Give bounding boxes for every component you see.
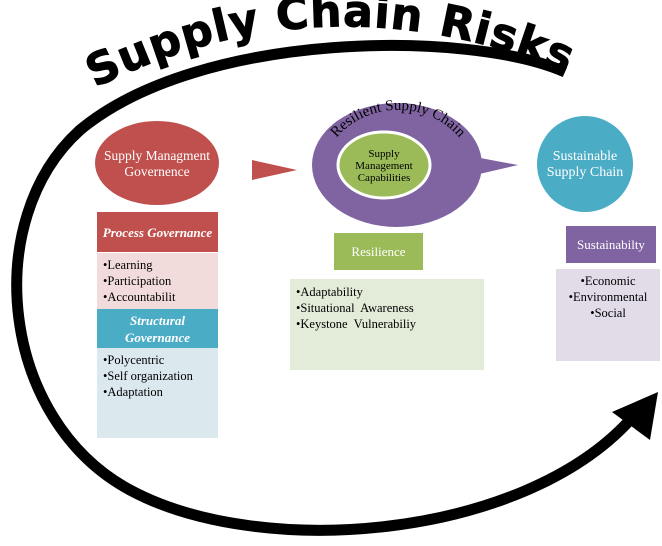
list-item: •Keystone Vulnerabiliy <box>296 317 417 331</box>
list-item: •Situational Awareness <box>296 301 414 315</box>
arrow-right-icon <box>252 160 297 180</box>
structural-governance-header: Structural Governance <box>97 309 218 348</box>
capabilities-label: Supply Management Capabilities <box>355 148 413 184</box>
list-item: •Polycentric <box>103 353 165 367</box>
sustainable-supply-chain-circle <box>537 116 633 212</box>
structural-governance-list: •Polycentric •Self organization •Adaptat… <box>97 348 218 438</box>
list-item: •Participation <box>103 274 172 288</box>
governance-label: Supply Managment Governence <box>103 148 211 179</box>
sustainable-supply-chain-label: Sustainable Supply Chain <box>546 149 624 180</box>
sustainability-header: Sustainabilty <box>566 226 656 263</box>
process-governance-header: Process Governance <box>97 212 218 252</box>
list-item: •Environmental <box>568 290 648 304</box>
arrow-right-icon <box>475 157 518 175</box>
list-item: •Accountabilit <box>103 290 176 304</box>
list-item: •Learning <box>103 258 153 272</box>
sustainability-list: •Economic •Environmental •Social <box>556 269 660 361</box>
list-item: •Adaptation <box>103 385 163 399</box>
list-item: •Social <box>590 306 626 320</box>
list-item: •Self organization <box>103 369 193 383</box>
governance-ellipse <box>95 121 219 205</box>
resilience-list: •Adaptability •Situational Awareness •Ke… <box>290 279 484 370</box>
cycle-arrow <box>11 40 635 536</box>
cycle-arrowhead-icon <box>612 392 658 440</box>
resilience-header: Resilience <box>334 233 423 270</box>
process-governance-list: •Learning •Participation •Accountabilit <box>97 253 218 309</box>
capabilities-ellipse <box>336 130 432 200</box>
list-item: •Adaptability <box>296 285 363 299</box>
list-item: •Economic <box>580 274 636 288</box>
